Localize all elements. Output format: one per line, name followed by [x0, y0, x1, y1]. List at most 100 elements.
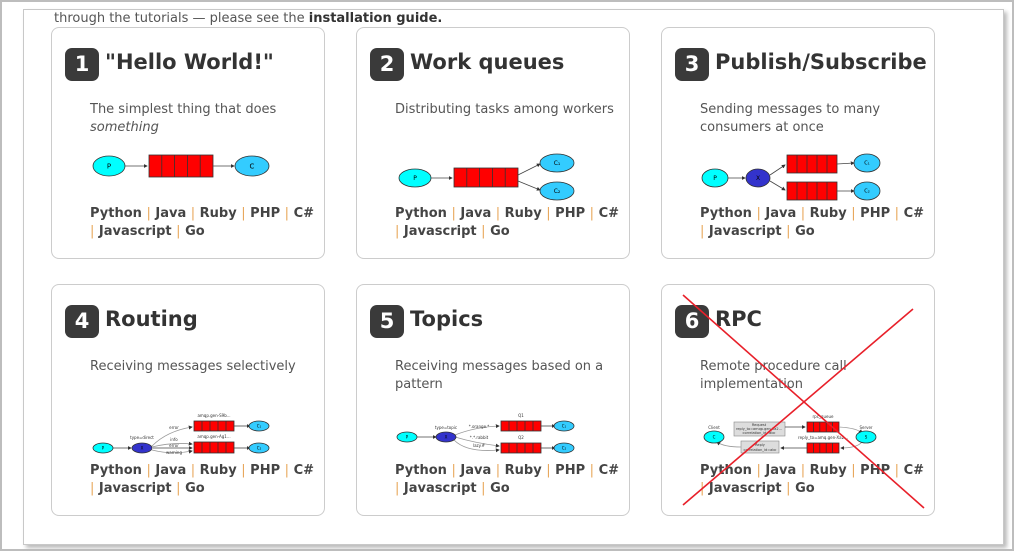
exchange-node: X: [745, 168, 771, 188]
description-emphasis: something: [90, 120, 159, 135]
link-python[interactable]: Python: [700, 206, 752, 221]
link-javascript[interactable]: Javascript: [403, 224, 477, 239]
diagram-label: reply_to=amqp.gen-Xa2...: [736, 427, 782, 431]
link-php[interactable]: PHP: [860, 463, 891, 478]
intro-text-body: through the tutorials — please see the: [54, 11, 309, 26]
link-csharp[interactable]: C#: [903, 463, 924, 478]
link-separator: |: [851, 463, 856, 478]
description-text: Receiving messages based on a pattern: [395, 359, 604, 392]
installation-guide-link[interactable]: installation guide.: [308, 11, 443, 26]
arrow: [151, 441, 193, 448]
link-go[interactable]: Go: [795, 224, 815, 239]
link-python[interactable]: Python: [700, 463, 752, 478]
tutorial-description: Sending messages to many consumers at on…: [700, 101, 920, 137]
link-java[interactable]: Java: [460, 206, 492, 221]
link-csharp[interactable]: C#: [598, 206, 619, 221]
link-python[interactable]: Python: [395, 206, 447, 221]
link-python[interactable]: Python: [395, 463, 447, 478]
svg-text:P: P: [406, 434, 409, 439]
link-separator: |: [395, 224, 400, 239]
link-separator: |: [241, 463, 246, 478]
description-text: The simplest thing that does: [90, 102, 277, 117]
link-php[interactable]: PHP: [250, 463, 281, 478]
tutorial-title[interactable]: Topics: [410, 307, 484, 331]
tutorial-title[interactable]: Publish/Subscribe: [715, 50, 927, 74]
tutorial-title[interactable]: Routing: [105, 307, 198, 331]
queue: [148, 154, 214, 178]
tutorial-title[interactable]: Work queues: [410, 50, 565, 74]
language-links: Python | Java | Ruby | PHP | C# | Javasc…: [395, 462, 620, 498]
server-node: S: [855, 430, 877, 444]
svg-text:C₁: C₁: [864, 161, 870, 167]
link-separator: |: [546, 463, 551, 478]
link-php[interactable]: PHP: [860, 206, 891, 221]
link-javascript[interactable]: Javascript: [708, 224, 782, 239]
link-ruby[interactable]: Ruby: [809, 206, 847, 221]
diagram-label: Q1: [518, 413, 524, 418]
link-java[interactable]: Java: [155, 463, 187, 478]
link-separator: |: [146, 206, 151, 221]
arrow: [840, 441, 863, 450]
link-ruby[interactable]: Ruby: [809, 463, 847, 478]
link-php[interactable]: PHP: [555, 206, 586, 221]
svg-text:X: X: [445, 434, 448, 439]
diagram-label: Reply: [755, 443, 765, 447]
link-separator: |: [284, 206, 290, 221]
link-java[interactable]: Java: [765, 463, 797, 478]
tutorial-number-badge: 6: [675, 305, 709, 338]
queue: [453, 167, 519, 188]
diagram-label: Client: [708, 425, 720, 430]
diagram-label: amqp.gen-Ag1...: [197, 434, 230, 439]
tutorial-card-1: 1 "Hello World!" The simplest thing that…: [51, 27, 325, 259]
link-go[interactable]: Go: [185, 481, 205, 496]
arrow: [836, 161, 855, 166]
tutorial-number-badge: 1: [65, 48, 99, 81]
diagram-label: info: [170, 437, 178, 442]
link-go[interactable]: Go: [490, 224, 510, 239]
link-ruby[interactable]: Ruby: [504, 206, 542, 221]
link-csharp[interactable]: C#: [598, 463, 619, 478]
link-ruby[interactable]: Ruby: [199, 463, 237, 478]
svg-text:X: X: [756, 175, 760, 182]
link-php[interactable]: PHP: [250, 206, 281, 221]
link-csharp[interactable]: C#: [293, 463, 314, 478]
link-go[interactable]: Go: [795, 481, 815, 496]
arrow: [769, 164, 786, 176]
link-java[interactable]: Java: [155, 206, 187, 221]
svg-text:P: P: [102, 445, 105, 450]
link-csharp[interactable]: C#: [293, 206, 314, 221]
link-javascript[interactable]: Javascript: [98, 224, 172, 239]
link-separator: |: [756, 206, 761, 221]
link-php[interactable]: PHP: [555, 463, 586, 478]
tutorial-title[interactable]: "Hello World!": [105, 50, 274, 74]
link-python[interactable]: Python: [90, 463, 142, 478]
link-ruby[interactable]: Ruby: [504, 463, 542, 478]
link-go[interactable]: Go: [185, 224, 205, 239]
link-javascript[interactable]: Javascript: [708, 481, 782, 496]
link-separator: |: [146, 463, 151, 478]
tutorial-title[interactable]: RPC: [715, 307, 762, 331]
link-separator: |: [756, 463, 761, 478]
link-go[interactable]: Go: [490, 481, 510, 496]
link-separator: |: [851, 206, 856, 221]
svg-text:C: C: [250, 162, 255, 170]
link-java[interactable]: Java: [460, 463, 492, 478]
queue: [193, 441, 235, 454]
link-separator: |: [786, 481, 791, 496]
svg-text:C: C: [713, 434, 716, 439]
link-javascript[interactable]: Javascript: [98, 481, 172, 496]
description-text: Distributing tasks among workers: [395, 102, 614, 117]
link-ruby[interactable]: Ruby: [199, 206, 237, 221]
link-csharp[interactable]: C#: [903, 206, 924, 221]
consumer-node: C₂: [853, 181, 881, 201]
queue: [806, 421, 840, 433]
tutorial-description: Receiving messages selectively: [90, 358, 310, 376]
link-javascript[interactable]: Javascript: [403, 481, 477, 496]
link-java[interactable]: Java: [765, 206, 797, 221]
svg-text:C₁: C₁: [554, 160, 561, 167]
tutorial-number-badge: 2: [370, 48, 404, 81]
link-python[interactable]: Python: [90, 206, 142, 221]
svg-text:P: P: [713, 175, 717, 182]
svg-text:P: P: [107, 162, 111, 170]
language-links: Python | Java | Ruby | PHP | C# | Javasc…: [395, 205, 620, 241]
